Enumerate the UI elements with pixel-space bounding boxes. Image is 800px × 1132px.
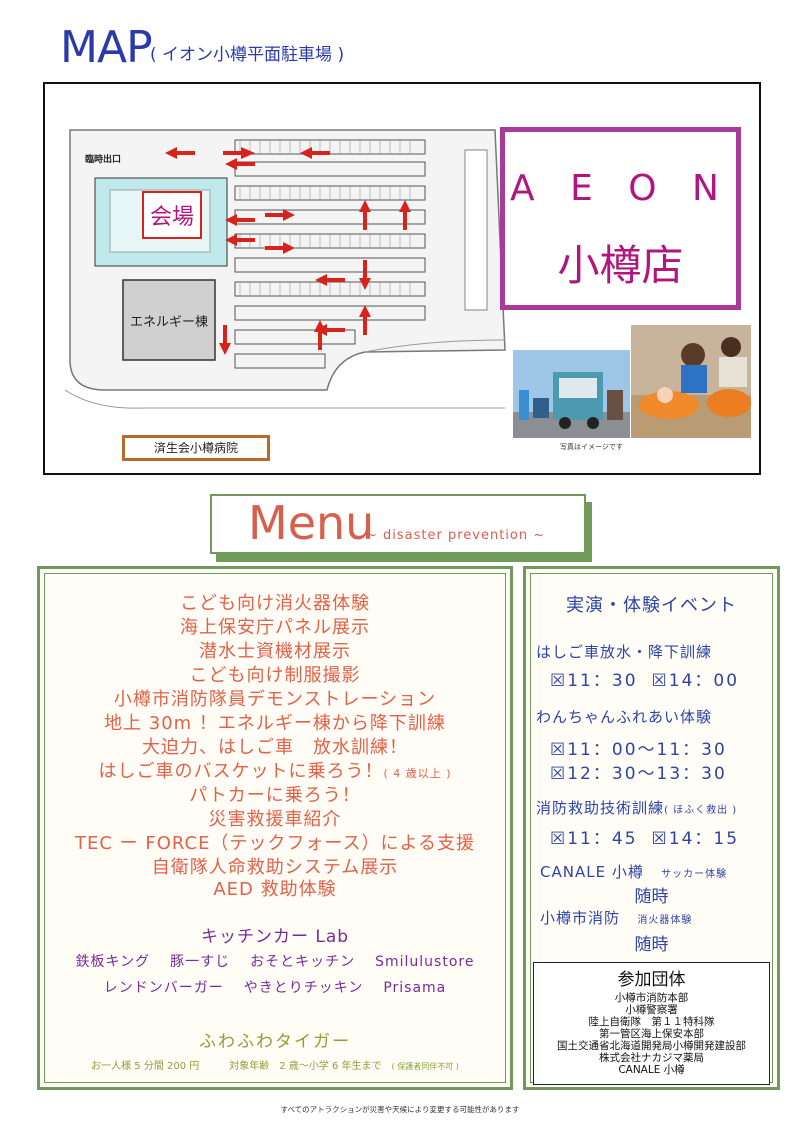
activity-item: 自衛隊人命救助システム展示: [151, 857, 399, 878]
participant: CANALE 小樽: [618, 1064, 685, 1076]
event-fire-title: 小樽市消防: [540, 909, 621, 927]
kitchen-vendor: 鉄板キング: [75, 954, 151, 970]
venue-label: 会場: [150, 205, 194, 230]
participant: 株式会社ナカジマ薬局: [599, 1052, 704, 1064]
traffic-arrows: [165, 147, 411, 355]
activities-panel: こども向け消火器体験 海上保安庁パネル展示 潜水士資機材展示 こども向け制服撮影…: [37, 566, 513, 1090]
activity-item: TEC ー FORCE（テックフォース）による支援: [74, 833, 475, 854]
event-rescue-name: 消防救助技術訓練( ほふく救出 ): [536, 797, 737, 818]
activity-item: 海上保安庁パネル展示: [180, 617, 370, 638]
event-dog-time: ☒12：30～13：30: [550, 764, 727, 784]
participant: 陸上自衛隊 第１１特科隊: [588, 1016, 715, 1028]
kitchen-vendor: レンドンバーガー: [103, 980, 224, 996]
menu-title: Menu: [248, 496, 375, 550]
activity-item: 大迫力、はしご車 放水訓練！: [142, 737, 408, 758]
menu-subtitle: ~ disaster prevention ~: [366, 528, 546, 543]
activity-item: こども向け消火器体験: [180, 593, 370, 614]
event-dog-name: わんちゃんふれあい体験: [536, 708, 713, 726]
event-canale-note: サッカー体験: [661, 869, 728, 880]
activity-item: はしご車のバスケットに乗ろう！( 4 歳以上 ): [40, 757, 510, 783]
parking-lot-map: 会場 エネルギー棟 臨時出口: [65, 129, 506, 409]
temp-exit-label: 臨時出口: [85, 153, 121, 165]
map-title: MAP: [60, 22, 153, 73]
activity-item: AED 救助体験: [213, 879, 337, 900]
activity-item: 潜水士資機材展示: [199, 641, 351, 662]
event-time: ☒11：30: [550, 671, 638, 691]
kitchen-car-title: キッチンカー Lab: [200, 927, 350, 947]
participant: 第一管区海上保安本部: [599, 1028, 704, 1040]
participant: 小樽市消防本部: [614, 992, 689, 1004]
activity-note: ( 4 歳以上 ): [383, 767, 452, 780]
hospital-label: 済生会小樽病院: [122, 435, 270, 461]
fuwafuwa-price: お一人様 5 分間 200 円: [91, 1061, 200, 1072]
participant: 小樽警察署: [625, 1004, 678, 1016]
aed-training-photo: [631, 325, 751, 438]
event-time: ☒14：15: [651, 829, 740, 849]
kitchen-vendor: Smilulustore: [375, 954, 475, 970]
activity-item: こども向け制服撮影: [189, 665, 361, 686]
energy-building-label: エネルギー棟: [130, 315, 208, 330]
participants-title: 参加団体: [617, 970, 686, 990]
event-dog-time: ☒11：00～11：30: [550, 740, 727, 760]
activity-item: パトカーに乗ろう！: [189, 785, 361, 806]
participant: 国土交通省北海道開発局小樽開発建設部: [557, 1040, 746, 1052]
event-canale-name: CANALE 小樽 サッカー体験: [540, 861, 727, 882]
event-rescue-times: ☒11：45 ☒14：15: [550, 824, 753, 849]
fuwafuwa-age-note: ( 保護者同伴不可 ): [391, 1062, 459, 1071]
events-panel: 実演・体験イベント はしご車放水・降下訓練 ☒11：30 ☒14：00 わんちゃん…: [523, 566, 780, 1090]
event-fire-when: 随時: [634, 935, 669, 955]
kitchen-row-2: レンドンバーガー やきとりチッキン Prisama: [40, 977, 510, 997]
event-fire-note: 消火器体験: [637, 915, 693, 926]
event-time: ☒11：45: [550, 829, 638, 849]
rescue-vehicle-photo: [513, 350, 630, 438]
fuwafuwa-age: 対象年齢 2 歳～小学 6 年生まで: [229, 1061, 382, 1072]
kitchen-vendor: おそとキッチン: [250, 954, 356, 970]
event-fire-name: 小樽市消防 消火器体験: [540, 907, 692, 928]
event-ladder-name: はしご車放水・降下訓練: [536, 643, 713, 661]
aeon-branch: 小樽店: [557, 241, 684, 290]
event-rescue-title: 消防救助技術訓練: [536, 799, 665, 817]
activity-item: 災害救援車紹介: [208, 809, 342, 830]
fuwafuwa-title: ふわふわタイガー: [199, 1032, 351, 1052]
kitchen-row-1: 鉄板キング 豚一すじ おそとキッチン Smilulustore: [40, 951, 510, 971]
event-time: ☒14：00: [651, 671, 740, 691]
map-subtitle: ( イオン小樽平面駐車場 ): [150, 45, 345, 65]
activity-item: 小樽市消防隊員デモンストレーション: [113, 689, 437, 710]
fuwafuwa-details: お一人様 5 分間 200 円 対象年齢 2 歳～小学 6 年生まで ( 保護者同伴…: [40, 1057, 510, 1072]
event-ladder-times: ☒11：30 ☒14：00: [550, 666, 753, 691]
kitchen-vendor: 豚一すじ: [170, 954, 231, 970]
aeon-name: A E O N: [510, 168, 731, 209]
footer-note: すべてのアトラクションが災害や天候により変更する可能性があります: [280, 1105, 520, 1114]
event-rescue-note: ( ほふく救出 ): [664, 805, 738, 816]
events-title: 実演・体験イベント: [566, 595, 737, 616]
kitchen-vendor: やきとりチッキン: [243, 980, 364, 996]
menu-header-box: [210, 494, 586, 554]
participants-box: 参加団体 小樽市消防本部 小樽警察署 陸上自衛隊 第１１特科隊 第一管区海上保安…: [533, 962, 770, 1085]
kitchen-vendor: Prisama: [383, 980, 447, 996]
aeon-store-box: A E O N 小樽店: [500, 127, 741, 310]
activity-item: 地上 30m ！エネルギー棟から降下訓練: [104, 713, 446, 734]
event-canale-title: CANALE 小樽: [540, 863, 644, 881]
photo-caption: 写真はイメージです: [560, 443, 623, 451]
event-canale-when: 随時: [634, 887, 669, 907]
activity-text: はしご車のバスケットに乗ろう！: [98, 761, 384, 782]
